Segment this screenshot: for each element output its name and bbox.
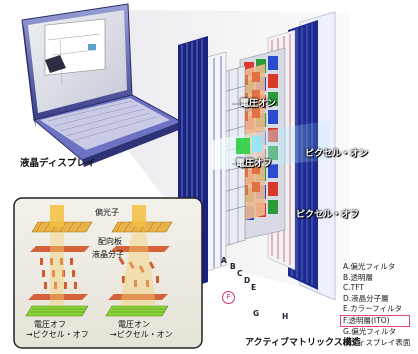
legend-item: C.TFT <box>343 283 364 292</box>
layer-letter-a: A <box>221 256 227 265</box>
legend-item: H.ディスプレイ表面 <box>343 337 411 347</box>
layer-letter-b: B <box>230 262 236 271</box>
legend-item: G.偏光フィルタ <box>343 327 397 336</box>
inset-caption-right-1: 電圧オン <box>118 320 150 329</box>
legend-item: A.偏光フィルタ <box>343 262 396 271</box>
inset-caption-left-2: →ピクセル・オフ <box>26 330 89 339</box>
matrix-title: アクティブマトリックス構造 <box>245 338 361 348</box>
layer-letter-f: F <box>222 291 235 304</box>
callout-voltage-on: 電圧オン <box>240 99 277 109</box>
callout-voltage-off: 電圧オフ <box>236 159 273 169</box>
legend-item: E.カラーフィルタ <box>343 304 403 313</box>
inset-caption-right-2: →ピクセル・オン <box>110 330 173 339</box>
inset-panel <box>13 197 203 349</box>
layer-letter-e: E <box>251 283 257 292</box>
layer-letter-g: G <box>253 309 260 318</box>
callout-pixel-off: ピクセル・オフ <box>296 210 360 220</box>
callout-pixel-on: ピクセル・オン <box>305 149 369 159</box>
legend-item: B.透明層 <box>343 272 374 282</box>
inset-label-lc-molecule: 液晶分子 <box>92 250 124 259</box>
inset-label-alignment: 配向板 <box>98 237 122 246</box>
laptop-illustration <box>21 3 184 167</box>
lcd-title: 液晶ディスプレイ <box>20 158 96 169</box>
inset-caption-left-1: 電圧オフ <box>34 320 66 329</box>
legend-item: D.液晶分子層 <box>343 293 389 303</box>
inset-label-polarizer: 偏光子 <box>95 208 119 217</box>
inset-left-stack <box>25 205 93 317</box>
layer-letter-c: C <box>237 269 243 278</box>
layer-letter-d: D <box>244 276 251 285</box>
layer-letter-h: H <box>282 312 289 321</box>
layer-legend: A.偏光フィルタ B.透明層 C.TFT D.液晶分子層 E.カラーフィルタ F… <box>340 262 411 348</box>
inset-right-stack <box>105 205 173 317</box>
legend-item-highlighted: F.透明層(ITO) <box>340 314 411 327</box>
